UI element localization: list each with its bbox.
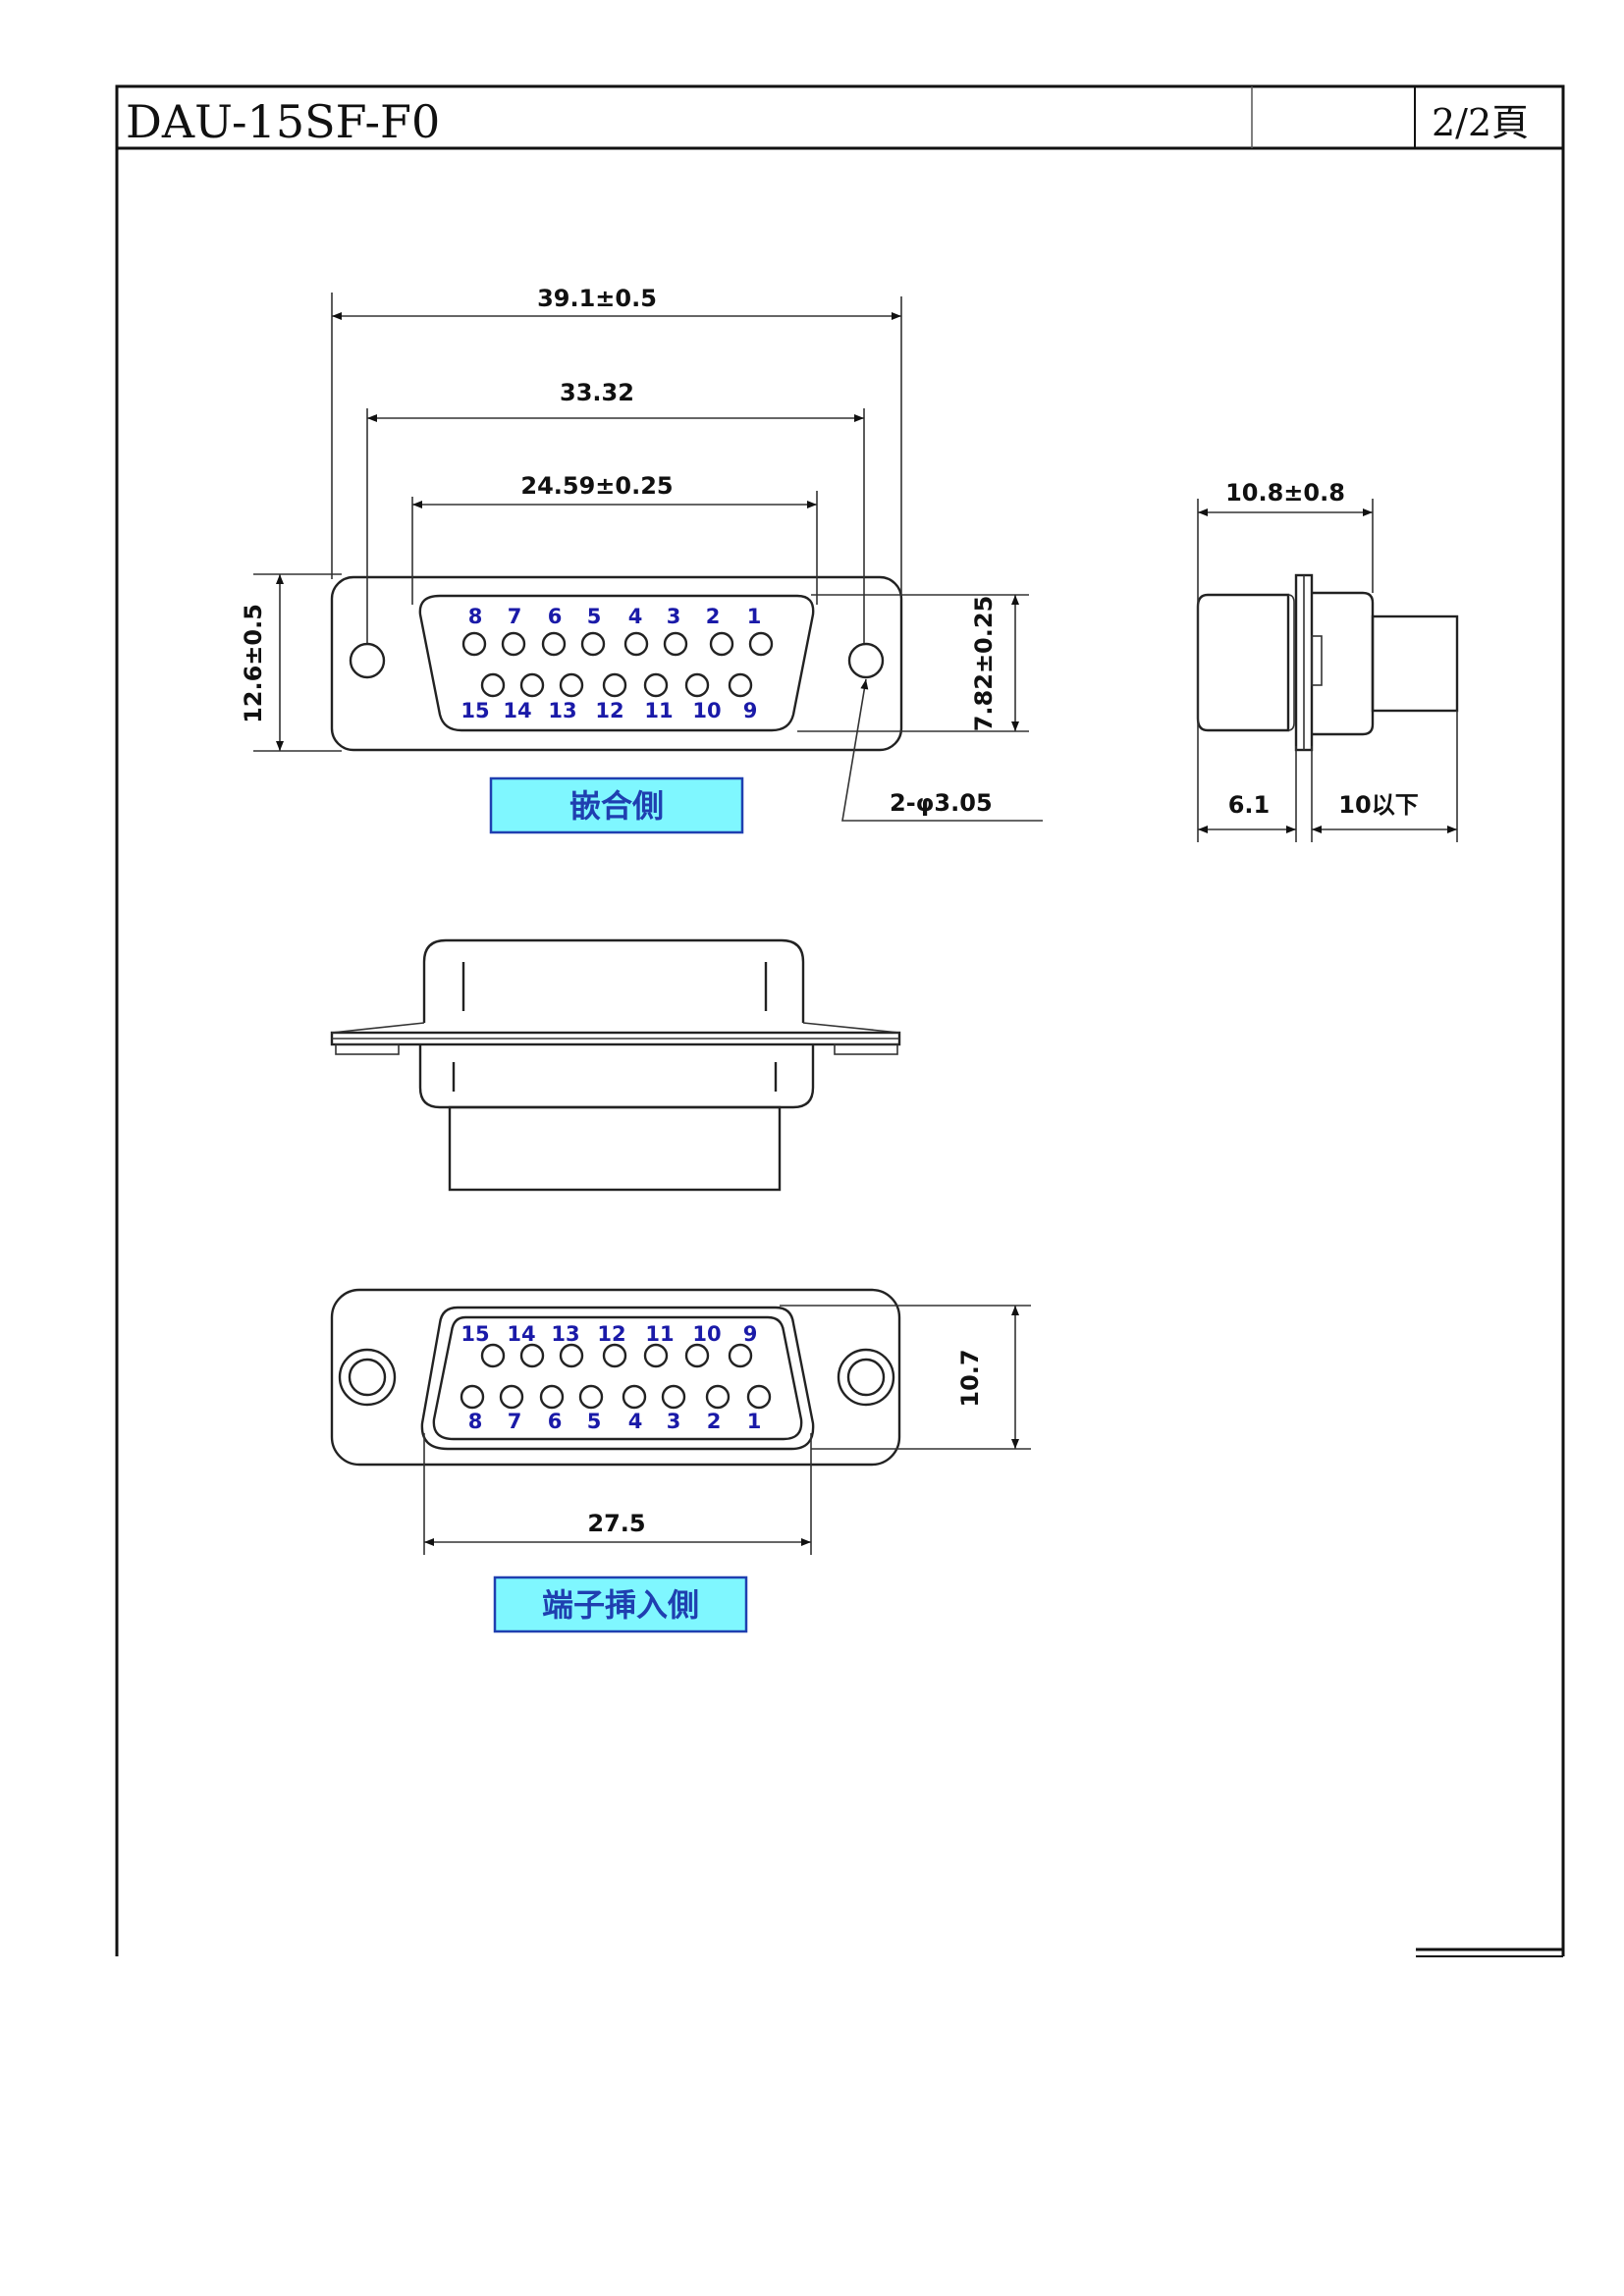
dim-shell-width: 24.59±0.25: [520, 472, 673, 500]
rear-pin-numbers-bottom: 8 7 6 5 4 3 2 1: [468, 1410, 762, 1433]
contact-row-top: [461, 631, 774, 657]
svg-text:6: 6: [548, 605, 563, 628]
pin-numbers-top: 8 7 6 5 4 3 2 1: [468, 605, 762, 628]
dim-side-depth: 10.8±0.8: [1225, 479, 1345, 507]
dim-overall-height: 12.6±0.5: [240, 604, 267, 723]
svg-text:15: 15: [460, 1322, 489, 1346]
page-number: 2/2頁: [1432, 101, 1529, 144]
dim-mount-pitch: 33.32: [560, 379, 634, 406]
svg-text:2: 2: [706, 605, 721, 628]
rear-d-shell: [420, 1306, 815, 1451]
svg-text:12: 12: [595, 699, 623, 722]
svg-text:6: 6: [548, 1410, 563, 1433]
contact-row-bottom: [480, 672, 753, 698]
dim-mount-holes: 2-φ3.05: [890, 789, 993, 817]
mount-hole-right: [847, 642, 885, 679]
svg-text:7: 7: [508, 605, 522, 628]
dim-shell-height: 7.82±0.25: [970, 596, 998, 732]
rear-contact-row-bottom: [460, 1384, 772, 1410]
rear-mount-hole-right: [837, 1348, 895, 1407]
mount-hole-left: [349, 642, 386, 679]
svg-text:4: 4: [628, 605, 643, 628]
dim-rear-height: 10.7: [956, 1349, 984, 1407]
svg-text:2: 2: [707, 1410, 722, 1433]
svg-text:9: 9: [743, 699, 758, 722]
side-view: 10.8±0.8 6.1 10以下: [1196, 479, 1459, 842]
mating-side-view: 8 7 6 5 4 3 2 1 15 14 13 12 11 10 9: [240, 285, 1043, 834]
dim-front-depth: 6.1: [1228, 791, 1271, 819]
svg-text:1: 1: [747, 605, 762, 628]
svg-text:12: 12: [597, 1322, 625, 1346]
svg-text:13: 13: [551, 1322, 579, 1346]
d-shell: [418, 594, 815, 732]
dim-overall-width: 39.1±0.5: [537, 285, 657, 312]
svg-text:13: 13: [548, 699, 576, 722]
rear-mount-hole-left: [338, 1348, 397, 1407]
top-view: [330, 938, 901, 1192]
label-mating-side: 嵌合側: [569, 787, 664, 825]
rear-pin-numbers-top: 15 14 13 12 11 10 9: [460, 1322, 757, 1346]
svg-text:7: 7: [508, 1410, 522, 1433]
svg-text:9: 9: [743, 1322, 758, 1346]
svg-text:8: 8: [468, 605, 483, 628]
drawing-number: DAU-15SF-F0: [126, 95, 440, 148]
terminal-side-view: 15 14 13 12 11 10 9 8 7 6 5 4 3 2 1 10.7…: [330, 1288, 1031, 1633]
svg-text:14: 14: [503, 699, 531, 722]
dim-rear-width: 27.5: [587, 1510, 645, 1537]
label-terminal-side-box: [493, 1575, 748, 1633]
label-mating-side-box: [489, 776, 744, 834]
rear-contact-row-top: [480, 1343, 753, 1368]
label-terminal-side: 端子挿入側: [542, 1586, 699, 1624]
svg-text:11: 11: [645, 1322, 674, 1346]
svg-text:4: 4: [628, 1410, 643, 1433]
svg-text:5: 5: [587, 605, 602, 628]
pin-numbers-bottom: 15 14 13 12 11 10 9: [460, 699, 757, 722]
dim-tail-length: 10以下: [1338, 791, 1418, 819]
svg-text:10: 10: [692, 1322, 721, 1346]
svg-text:8: 8: [468, 1410, 483, 1433]
svg-text:14: 14: [507, 1322, 535, 1346]
svg-text:11: 11: [644, 699, 673, 722]
svg-text:1: 1: [747, 1410, 762, 1433]
title-block: DAU-15SF-F0 2/2頁: [115, 84, 1565, 1957]
svg-text:3: 3: [667, 1410, 681, 1433]
svg-text:3: 3: [667, 605, 681, 628]
svg-text:15: 15: [460, 699, 489, 722]
svg-text:5: 5: [587, 1410, 602, 1433]
svg-text:10: 10: [692, 699, 721, 722]
